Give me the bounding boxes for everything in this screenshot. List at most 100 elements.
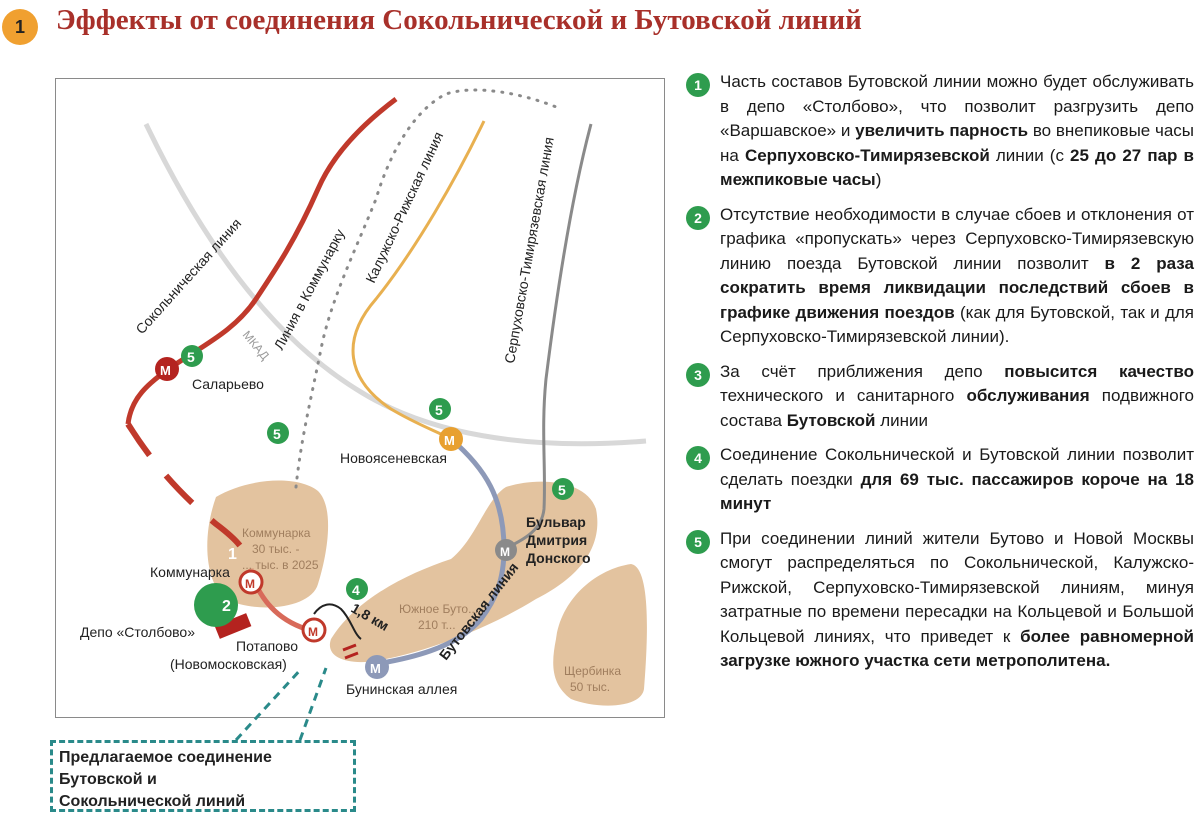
effect-text-bold: в 2 раза сократить время ликвидации посл… bbox=[720, 253, 1194, 322]
district-label-yuzhnoe-2: 210 т... bbox=[418, 618, 456, 632]
sokolnicheskaya-line-planned bbox=[125, 422, 254, 570]
svg-text:М: М bbox=[308, 625, 318, 639]
effects-list: 1 Часть составов Бутовской линии можно б… bbox=[686, 70, 1194, 684]
effect-text-bold: Серпуховско-Тимирязевской bbox=[744, 145, 990, 165]
metro-map-svg: 2 М М М М М М 5 bbox=[80, 88, 647, 706]
svg-text:М: М bbox=[500, 545, 510, 559]
district-label-kommunarka-2: 30 тыс. - bbox=[252, 542, 299, 556]
effect-item-1: 1 Часть составов Бутовской линии можно б… bbox=[686, 70, 1194, 193]
effect-5-marker-novoyasenevskaya: 5 bbox=[429, 398, 451, 420]
effect-number-badge: 4 bbox=[686, 446, 710, 470]
effect-text-bold: Бутовской bbox=[786, 410, 876, 430]
svg-text:5: 5 bbox=[435, 402, 443, 418]
svg-text:4: 4 bbox=[352, 582, 360, 598]
effect-text-run: во внепиковые часы на bbox=[720, 121, 1195, 165]
effect-text: Отсутствие необходимости в случае сбоев … bbox=[720, 203, 1194, 350]
svg-text:М: М bbox=[160, 363, 171, 378]
mkad-road bbox=[143, 122, 647, 447]
label-kommunarka: Коммунарка bbox=[150, 564, 230, 580]
effect-text-run: линии (с bbox=[989, 145, 1071, 165]
depot-building bbox=[214, 613, 252, 639]
effect-number-badge: 5 bbox=[686, 529, 710, 554]
district-label-shcherbinka-2: 50 тыс. bbox=[570, 680, 610, 694]
effect-5-marker-kommunarka: 5 bbox=[267, 422, 289, 444]
effect-2-number: 2 bbox=[222, 598, 231, 615]
page-title: Эффекты от соединения Сокольнической и Б… bbox=[56, 4, 862, 36]
label-buninskaya: Бунинская аллея bbox=[346, 681, 457, 697]
district-label-shcherbinka-1: Щербинка bbox=[564, 664, 621, 678]
effect-text-bold: для 69 тыс. пассажиров короче на 18 мину… bbox=[720, 469, 1194, 514]
station-salaryevo-marker: М bbox=[155, 357, 179, 381]
svg-text:М: М bbox=[444, 433, 455, 448]
butovskaya-line bbox=[375, 437, 507, 667]
effect-text: Соединение Сокольнической и Бутовской ли… bbox=[720, 443, 1194, 517]
district-kommunarka bbox=[207, 480, 329, 608]
effect-5-marker-salaryevo: 5 bbox=[181, 345, 203, 367]
district-label-kommunarka-1: Коммунарка bbox=[242, 526, 311, 540]
effect-5-marker-butovo: 5 bbox=[552, 478, 574, 500]
label-bulvar-2: Дмитрия bbox=[526, 532, 587, 548]
effect-number-badge: 1 bbox=[686, 73, 710, 97]
label-depot: Депо «Столбово» bbox=[80, 624, 195, 640]
district-yuzhnoe-butovo bbox=[329, 481, 598, 663]
district-label-yuzhnoe-1: Южное Буто... bbox=[399, 602, 478, 616]
effect-text-run: линии bbox=[875, 410, 928, 430]
effect-text-run: Часть составов Бутовской линии можно буд… bbox=[720, 72, 1194, 140]
effect-item-3: 3 За счёт приближения депо повысится кач… bbox=[686, 360, 1194, 434]
effect-text-bold: повысится качество bbox=[1004, 361, 1194, 381]
kaluzhsko-rizhskaya-line bbox=[351, 120, 486, 441]
district-shcherbinka bbox=[553, 564, 647, 706]
station-kommunarka-marker: М bbox=[238, 569, 264, 595]
label-bulvar-1: Бульвар bbox=[526, 514, 586, 530]
svg-text:М: М bbox=[370, 661, 381, 676]
label-potapovo: Потапово bbox=[236, 638, 298, 654]
station-bulvar-marker: М bbox=[495, 539, 517, 561]
label-novoyasenevskaya: Новоясеневская bbox=[340, 450, 447, 466]
station-potapovo-marker: М bbox=[301, 617, 327, 643]
effect-item-5: 5 При соединении линий жители Бутово и Н… bbox=[686, 527, 1194, 674]
distance-bracket bbox=[313, 603, 362, 640]
effect-text-run: Отсутствие необходимости в случае сбоев … bbox=[720, 204, 1194, 273]
label-kommunarka-line: Линия в Коммунарку bbox=[271, 226, 348, 352]
planned-track-mark-1 bbox=[342, 643, 357, 652]
effect-1-marker: 1 bbox=[228, 546, 237, 563]
serpukhovsko-line bbox=[503, 123, 593, 551]
label-bulvar-3: Донского bbox=[526, 550, 591, 566]
label-mkad: МКАД bbox=[240, 328, 272, 363]
effect-text-run: За счёт приближения депо bbox=[720, 361, 1005, 381]
effect-text-run: технического и санитарного bbox=[720, 386, 967, 405]
svg-text:5: 5 bbox=[187, 349, 195, 365]
label-serpukhovsko: Серпуховско-Тимирязевская линия bbox=[501, 136, 557, 365]
effect-number-badge: 3 bbox=[686, 362, 710, 387]
effect-text-run: Соединение Сокольнической и Бутовской ли… bbox=[720, 445, 1194, 489]
station-novoyasenevskaya-marker: М bbox=[439, 427, 463, 451]
metro-map: 2 М М М М М М 5 bbox=[55, 78, 665, 718]
svg-text:5: 5 bbox=[273, 426, 281, 442]
planned-track-mark-2 bbox=[344, 651, 359, 660]
effect-text: За счёт приближения депо повысится качес… bbox=[720, 360, 1194, 434]
svg-text:М: М bbox=[245, 577, 255, 591]
effect-number-badge: 2 bbox=[686, 205, 710, 230]
effect-2-marker bbox=[194, 583, 238, 627]
effect-text-bold: увеличить парность bbox=[855, 121, 1029, 140]
title-number-badge: 1 bbox=[2, 9, 38, 45]
effect-text-run: (как для Бутовской, так и для Серпуховск… bbox=[720, 302, 1194, 347]
effect-text-run: При соединении линий жители Бутово и Нов… bbox=[720, 528, 1194, 646]
effect-text-run: подвижного состава bbox=[720, 386, 1194, 430]
callout-line-1: Предлагаемое соединение bbox=[59, 749, 272, 766]
label-potapovo-sub: (Новомосковская) bbox=[170, 656, 287, 672]
label-sokolnicheskaya: Сокольническая линия bbox=[132, 215, 244, 337]
effect-item-4: 4 Соединение Сокольнической и Бутовской … bbox=[686, 443, 1194, 517]
effect-text: При соединении линий жители Бутово и Нов… bbox=[720, 527, 1194, 674]
effect-text-bold: обслуживания bbox=[966, 386, 1090, 405]
proposed-connection-callout: Предлагаемое соединение Бутовской и Соко… bbox=[50, 740, 356, 812]
station-buninskaya-marker: М bbox=[365, 655, 389, 679]
effect-item-2: 2 Отсутствие необходимости в случае сбое… bbox=[686, 203, 1194, 350]
effect-text-bold: 25 до 27 пар в межпиковые часы bbox=[720, 145, 1194, 190]
effect-4-marker: 4 bbox=[346, 578, 368, 600]
effect-text-run: ) bbox=[875, 170, 882, 189]
svg-text:5: 5 bbox=[558, 482, 566, 498]
effect-text-bold: более равномерной загрузке южного участк… bbox=[720, 626, 1194, 671]
effect-text: Часть составов Бутовской линии можно буд… bbox=[720, 70, 1194, 193]
district-label-kommunarka-3: ... тыс. в 2025 bbox=[242, 558, 319, 572]
